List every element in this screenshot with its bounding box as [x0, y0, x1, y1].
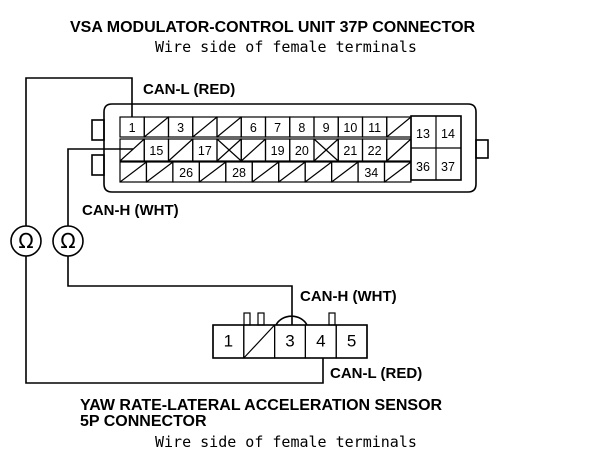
pin-6: 6 — [250, 121, 257, 135]
pin-14: 14 — [441, 127, 455, 141]
connector-5p-row: 1 3 4 5 — [212, 324, 368, 359]
wire-can-h-lower — [67, 256, 293, 325]
blocked-terminal-cross — [216, 138, 242, 162]
empty-terminal-slash — [198, 161, 227, 183]
pin-4: 4 — [316, 332, 325, 351]
empty-terminal-slash — [168, 138, 194, 162]
ohmmeter-can-h — [52, 225, 84, 257]
wire-can-l-upper — [25, 77, 133, 226]
terminal-cell — [335, 324, 368, 359]
empty-terminal-slash — [331, 161, 359, 183]
pin-36: 36 — [416, 160, 430, 174]
top-connector-title: VSA MODULATOR-CONTROL UNIT 37P CONNECTOR — [70, 19, 476, 36]
empty-terminal-slash — [384, 161, 412, 183]
connector-37p-row3: 26 28 34 — [119, 161, 412, 183]
connector-37p-row2: 15 17 19 20 21 22 — [119, 138, 412, 162]
pin-3: 3 — [177, 121, 184, 135]
terminal-cell — [386, 138, 412, 162]
pin-1: 1 — [129, 121, 136, 135]
label-can-l-top: CAN-L (RED) — [143, 81, 235, 98]
connector-37p-left-tab-upper — [91, 119, 105, 141]
wire-can-h-upper — [67, 148, 133, 226]
pin-20: 20 — [295, 144, 309, 158]
empty-terminal-slash — [386, 116, 412, 138]
terminal-cell — [386, 116, 412, 138]
empty-terminal-slash — [143, 116, 169, 138]
empty-terminal-slash — [386, 138, 412, 162]
wire-can-l-lower — [25, 256, 324, 384]
empty-terminal-slash — [119, 161, 147, 183]
empty-terminal-slash — [243, 324, 276, 359]
connector-37p-row1: 1 3 6 7 8 9 10 11 — [119, 116, 412, 138]
blocked-terminal-cross — [313, 138, 339, 162]
pin-15: 15 — [149, 144, 163, 158]
connector-37p-left-tab-lower — [91, 154, 105, 176]
empty-terminal-slash — [251, 161, 280, 183]
connector-37p-right-tab — [475, 139, 489, 159]
pin-13: 13 — [416, 127, 430, 141]
top-connector-subtitle: Wire side of female terminals — [155, 38, 417, 56]
empty-terminal-slash — [304, 161, 332, 183]
ohmmeter-can-l — [10, 225, 42, 257]
terminal-cell — [383, 161, 412, 183]
empty-terminal-slash — [146, 161, 174, 183]
pin-34: 34 — [364, 166, 378, 180]
empty-terminal-slash — [278, 161, 306, 183]
pin-37: 37 — [441, 160, 455, 174]
empty-terminal-slash — [119, 138, 145, 162]
label-can-h-top: CAN-H (WHT) — [82, 202, 179, 219]
pin-7: 7 — [274, 121, 281, 135]
connector-37p-housing — [103, 103, 477, 193]
empty-terminal-slash — [240, 138, 266, 162]
pin-11: 11 — [368, 121, 381, 135]
empty-terminal-slash — [216, 116, 242, 138]
pin-22: 22 — [368, 144, 382, 158]
ohm-icon: Ω — [60, 229, 75, 253]
pin-1: 1 — [224, 332, 233, 351]
pin-3: 3 — [285, 332, 294, 351]
label-can-l-bottom: CAN-L (RED) — [330, 365, 422, 382]
empty-terminal-slash — [192, 116, 218, 138]
pin-9: 9 — [323, 121, 330, 135]
bottom-connector-subtitle: Wire side of female terminals — [155, 433, 417, 451]
pin-8: 8 — [298, 121, 305, 135]
label-can-h-bottom: CAN-H (WHT) — [300, 288, 397, 305]
pin-5: 5 — [347, 332, 356, 351]
bottom-connector-title-line2: 5P CONNECTOR — [80, 413, 207, 430]
pin-19: 19 — [271, 144, 285, 158]
pin-10: 10 — [343, 121, 357, 135]
connector-5p: 1 3 4 5 — [212, 312, 368, 359]
pin-28: 28 — [232, 166, 246, 180]
pin-17: 17 — [198, 144, 212, 158]
pin-21: 21 — [343, 144, 357, 158]
bottom-connector-title-line1: YAW RATE-LATERAL ACCELERATION SENSOR — [80, 397, 443, 414]
pin-26: 26 — [179, 166, 193, 180]
ohm-icon: Ω — [18, 229, 33, 253]
